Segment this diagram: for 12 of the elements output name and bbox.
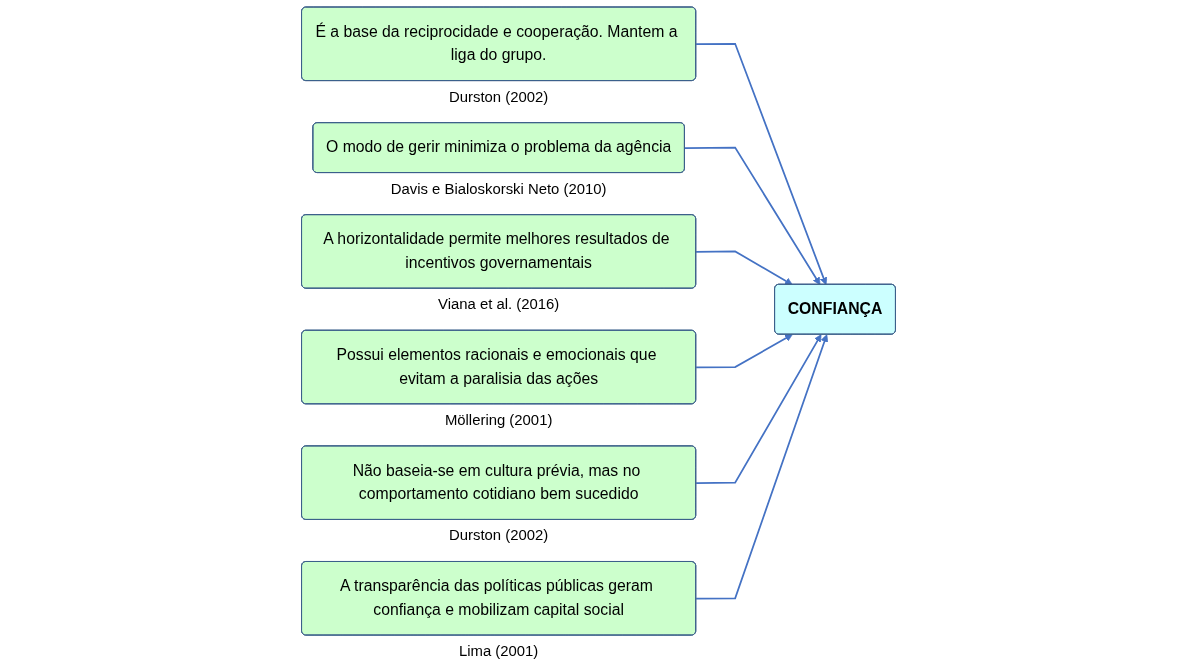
arrow bbox=[695, 334, 822, 484]
citation-text: Möllering (2001) bbox=[444, 411, 553, 428]
arrow bbox=[695, 334, 793, 369]
arrow bbox=[684, 146, 821, 286]
arrow bbox=[695, 42, 828, 286]
arrow bbox=[695, 250, 793, 286]
citation-text: Durston (2002) bbox=[449, 88, 549, 105]
arrow bbox=[695, 334, 829, 600]
citation-text: Lima (2001) bbox=[458, 643, 539, 660]
citation-text: Durston (2002) bbox=[449, 527, 549, 544]
citation-text: Davis e Bialoskorski Neto (2010) bbox=[390, 180, 607, 197]
citation-text: Viana et al. (2016) bbox=[438, 296, 560, 313]
